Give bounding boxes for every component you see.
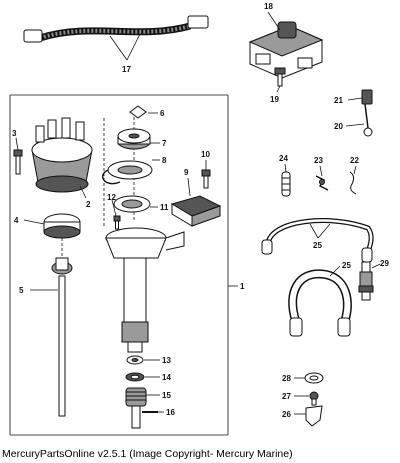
spark-plug-wire-lower [288,269,352,337]
callout-6: 6 [160,109,165,118]
callout-4: 4 [14,216,19,225]
callout-25-upper: 25 [313,241,322,250]
callout-11: 11 [160,203,169,212]
washer-13 [126,355,144,365]
distributor-cap [31,117,93,193]
callout-29: 29 [380,259,389,268]
callout-22: 22 [350,156,359,165]
callout-23: 23 [314,156,323,165]
small-hardware [304,372,324,427]
callout-21: 21 [334,96,343,105]
callout-17: 17 [122,65,131,74]
ground-strap [361,89,373,137]
callout-5: 5 [19,286,24,295]
callout-19: 19 [270,95,279,104]
callout-10: 10 [201,150,210,159]
callout-12: 12 [107,193,116,202]
rotor-clamp [43,213,81,239]
wiring-harness [23,15,209,43]
pickup-coil [102,160,153,185]
image-caption: MercuryPartsOnline v2.5.1 (Image Copyrig… [2,448,293,460]
washer-14 [125,372,145,382]
pole-piece [117,128,151,150]
callout-16: 16 [166,408,175,417]
callout-26: 26 [282,410,291,419]
callout-8: 8 [162,156,167,165]
distributor-shaft [51,257,73,417]
callout-14: 14 [162,373,171,382]
spark-plug [358,261,374,301]
callout-13: 13 [162,356,171,365]
callout-7: 7 [162,139,167,148]
drive-gear [125,387,147,429]
callout-27: 27 [282,392,291,401]
cap-screw [13,149,23,175]
callout-18: 18 [264,2,273,11]
module-screw [201,169,211,189]
distributor-housing [105,227,185,353]
callout-3: 3 [12,129,17,138]
callout-9: 9 [184,168,189,177]
callout-20: 20 [334,122,343,131]
rotor [129,105,147,119]
callout-2: 2 [86,200,91,209]
callout-1: 1 [240,282,245,291]
callout-28: 28 [282,374,291,383]
callout-15: 15 [162,391,171,400]
small-screw [113,215,121,230]
callout-24: 24 [279,154,288,163]
ignition-module [170,195,222,227]
ignition-coil [248,21,324,79]
small-clips [281,171,357,197]
callout-25-lower: 25 [342,261,351,270]
retainer [113,195,151,213]
distributor-assembly-bracket [9,94,229,436]
